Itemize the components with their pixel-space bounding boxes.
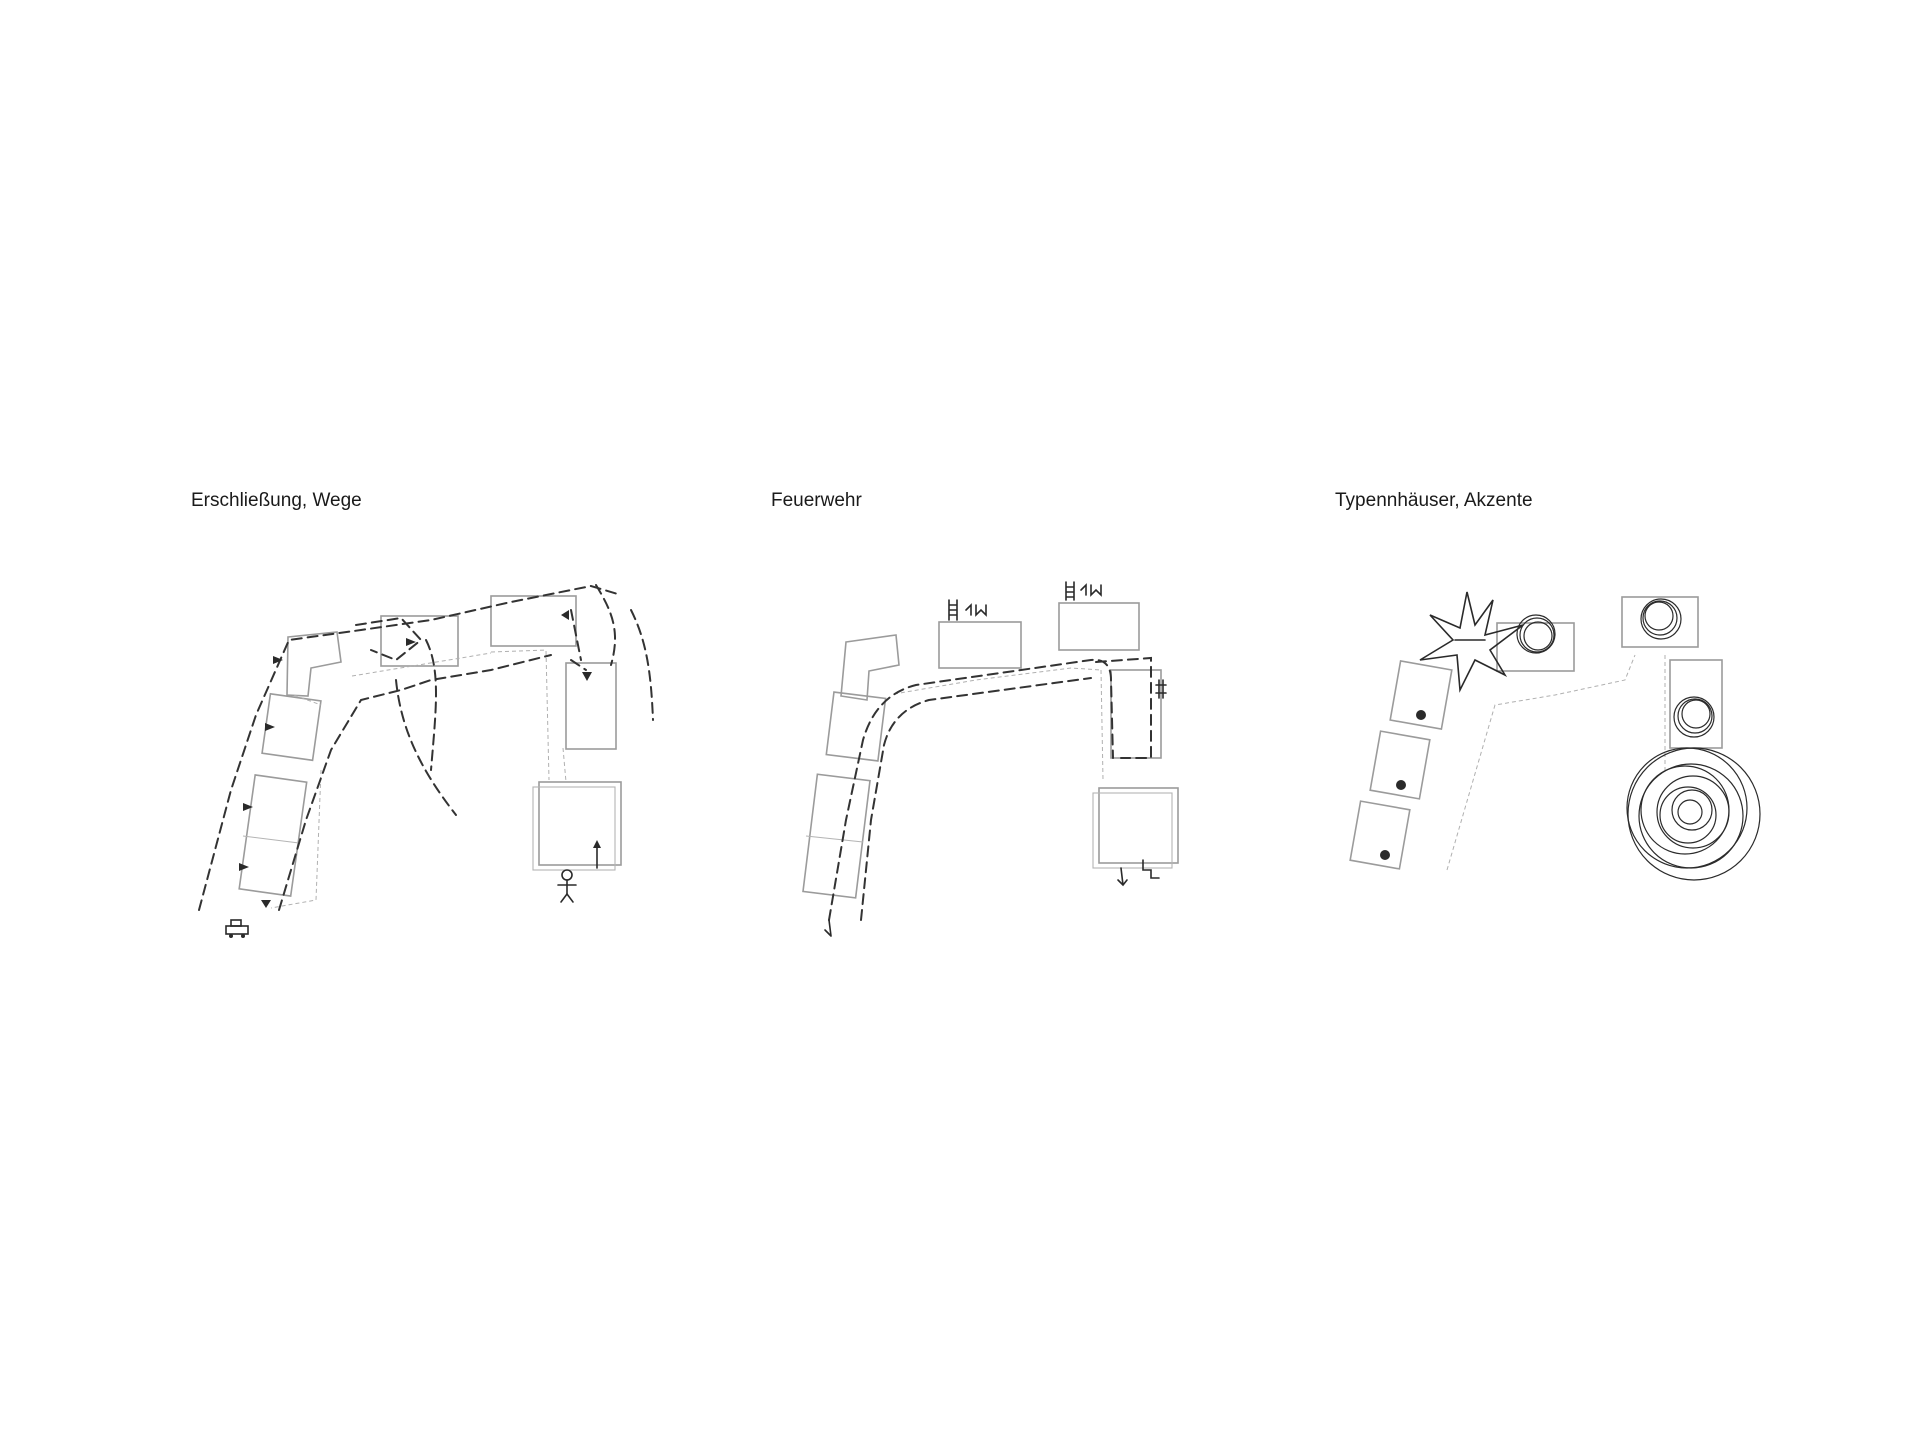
buildings — [238, 595, 622, 909]
panel-title: Erschließung, Wege — [191, 490, 362, 511]
diagram-type-houses-accents: Typennhäuser, Akzente — [1335, 490, 1895, 970]
site-plan-fire-access — [802, 581, 1179, 937]
site-plan-accents — [1349, 591, 1761, 881]
entry-arrows — [239, 610, 601, 908]
diagram-fire-brigade: Feuerwehr — [771, 490, 1331, 970]
ladder-icons — [948, 581, 1167, 699]
buildings — [1349, 596, 1723, 871]
large-tree-scribble — [1626, 747, 1761, 881]
diagram-access-paths: Erschließung, Wege — [191, 490, 751, 970]
staircase-marks — [824, 859, 1160, 937]
accent-star-icon — [1419, 591, 1524, 693]
buildings — [802, 602, 1179, 899]
car-icon — [225, 919, 249, 938]
access-path-lines — [198, 584, 654, 911]
fire-access-route — [828, 656, 1152, 921]
site-plan-access — [198, 584, 654, 938]
panel-title: Typennhäuser, Akzente — [1335, 490, 1533, 511]
accent-marks — [1380, 598, 1715, 860]
panel-title: Feuerwehr — [771, 490, 862, 511]
pedestrian-icon — [557, 869, 577, 903]
